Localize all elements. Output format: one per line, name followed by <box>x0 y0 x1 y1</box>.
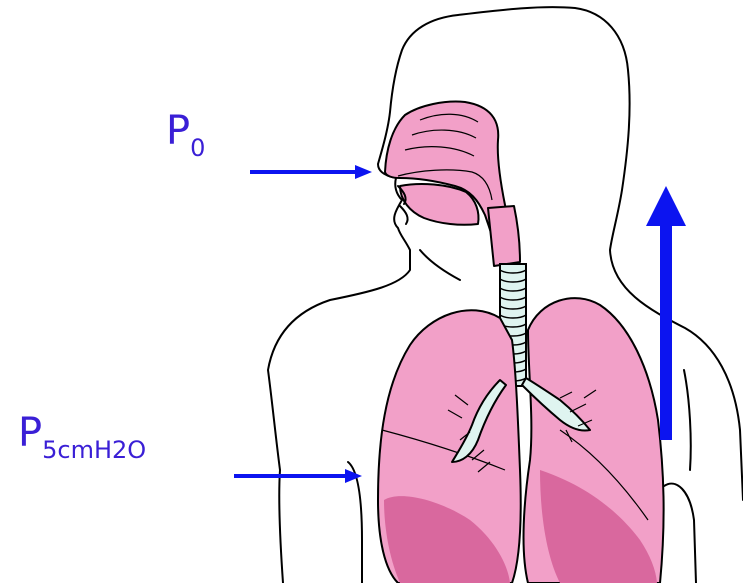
neck-front <box>420 250 460 280</box>
arm-line-left-2 <box>684 370 691 470</box>
pressure-symbol: P <box>166 108 190 154</box>
arm-line-left <box>664 484 696 583</box>
larynx <box>488 206 520 266</box>
pressure-label-chest: P5cmH2O <box>18 410 146 464</box>
pressure-label-mouth: P0 <box>166 108 205 162</box>
arrow-right-icon <box>234 469 362 483</box>
pressure-subscript: 0 <box>190 134 205 162</box>
pressure-symbol: P <box>18 410 42 456</box>
arrow-right-icon <box>250 165 372 179</box>
pressure-subscript: 5cmH2O <box>42 436 146 464</box>
